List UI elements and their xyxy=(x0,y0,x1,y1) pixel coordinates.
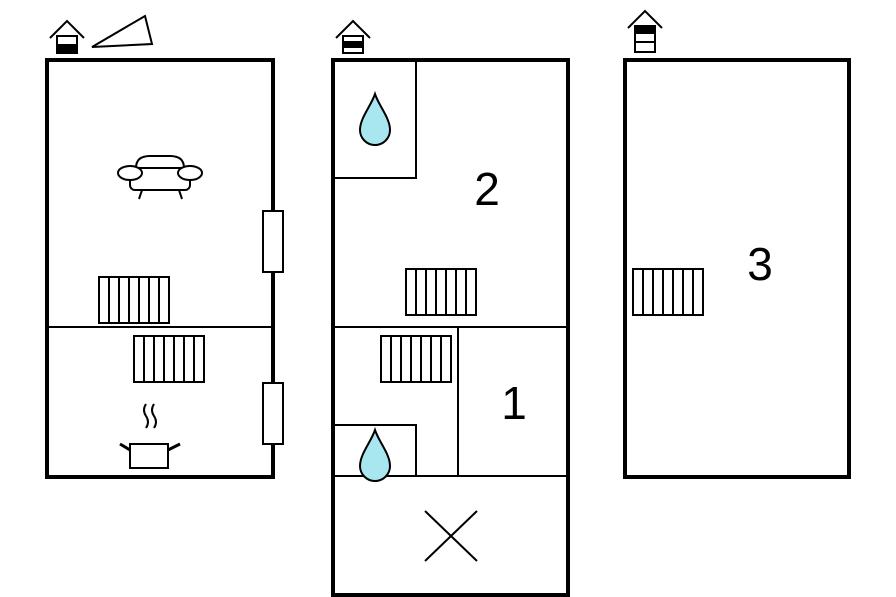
house-level-icon xyxy=(49,19,85,54)
radiator-icon xyxy=(405,268,477,316)
interior-wall xyxy=(333,424,417,476)
cooking-pot-icon xyxy=(119,403,181,469)
interior-wall xyxy=(333,60,417,179)
radiator-icon xyxy=(133,335,205,383)
water-drop-icon xyxy=(359,93,391,146)
stair-void-cross-icon xyxy=(424,510,478,562)
room-number-1: 1 xyxy=(501,377,527,429)
window-icon xyxy=(262,382,284,445)
window-icon xyxy=(262,210,284,273)
radiator-icon xyxy=(98,276,170,324)
room-number-2: 2 xyxy=(474,163,500,215)
radiator-icon xyxy=(632,268,704,316)
floor-plan-middle: 2 1 xyxy=(331,58,570,597)
wedge-scale-icon xyxy=(91,14,154,48)
sofa-icon xyxy=(117,155,203,200)
house-level-icon xyxy=(335,19,371,54)
floor-plan-right: 3 xyxy=(623,58,851,479)
water-drop-icon xyxy=(359,429,391,482)
radiator-icon xyxy=(380,335,452,383)
floor-plan-left xyxy=(45,58,284,479)
house-level-icon xyxy=(627,9,663,53)
room-number-3: 3 xyxy=(747,238,773,290)
